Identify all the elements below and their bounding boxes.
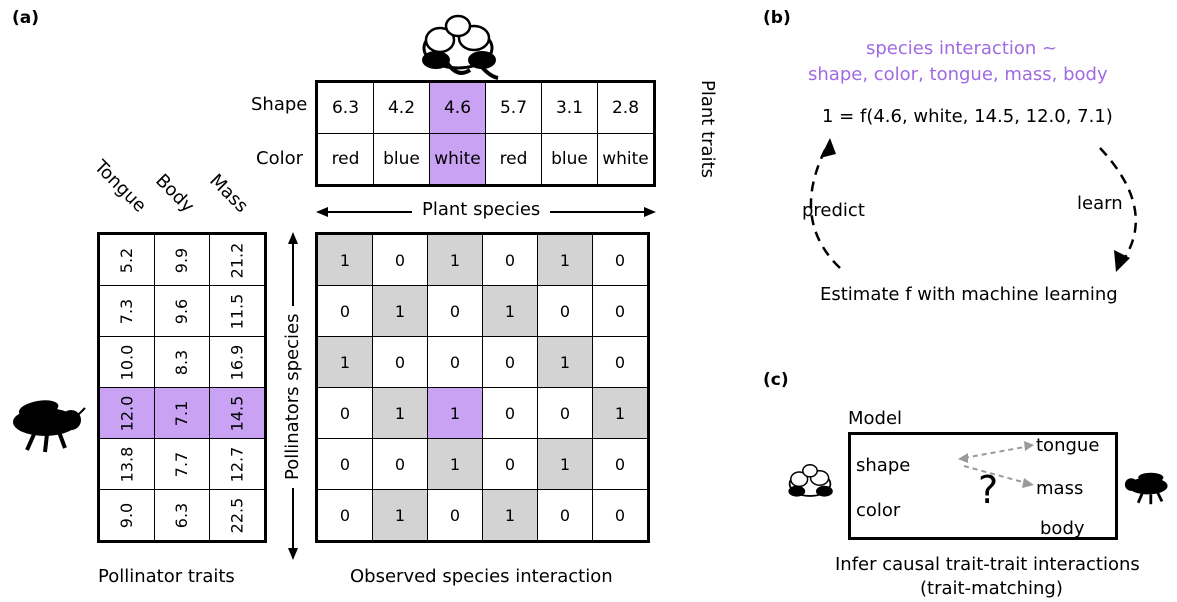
pollinator-cell: 8.3: [154, 336, 210, 388]
interaction-cell: 0: [316, 489, 373, 542]
plant-shape-cell: 3.1: [541, 81, 598, 134]
pollinator-cell: 7.1: [154, 387, 210, 439]
interaction-cell: 0: [427, 489, 483, 542]
mass-trait: mass: [1036, 478, 1084, 499]
interaction-cell: 0: [316, 285, 373, 337]
interaction-cell: 0: [537, 387, 593, 439]
interaction-cell: 1: [537, 233, 593, 286]
pollinator-cell: 16.9: [209, 336, 266, 388]
caption-line-1: Infer causal trait-trait interactions: [835, 554, 1140, 575]
interaction-cell: 0: [482, 438, 538, 490]
interaction-cell: 1: [482, 285, 538, 337]
shape-trait: shape: [856, 455, 911, 476]
pollinator-cell: 9.9: [154, 233, 210, 286]
estimate-label: Estimate f with machine learning: [820, 284, 1118, 305]
interaction-cell: 0: [482, 387, 538, 439]
pollinator-cell: 11.5: [209, 285, 266, 337]
interaction-cell: 0: [316, 387, 373, 439]
plant-color-cell: blue: [541, 133, 598, 186]
pollinator-cell: 22.5: [209, 489, 266, 542]
pollinator-cell: 6.3: [154, 489, 210, 542]
interaction-cell: 1: [427, 233, 483, 286]
pollinator-cell: 12.7: [209, 438, 266, 490]
plant-color-cell: white: [597, 133, 655, 186]
plant-species-label: Plant species: [412, 199, 551, 220]
tongue-trait: tongue: [1036, 435, 1100, 456]
interaction-cell: 1: [482, 489, 538, 542]
pollinator-cell: 14.5: [209, 387, 266, 439]
interaction-cell: 1: [316, 233, 373, 286]
interaction-cell: 1: [372, 387, 428, 439]
color-trait: color: [856, 500, 901, 521]
pollinator-traits-title: Pollinator traits: [98, 566, 235, 587]
pollinator-cell: 21.2: [209, 233, 266, 286]
pollinator-cell: 5.2: [98, 233, 155, 286]
panel-b-label: (b): [763, 8, 791, 28]
pollinator-cell: 12.0: [98, 387, 155, 439]
learn-label: learn: [1077, 193, 1123, 214]
predict-label: predict: [802, 200, 865, 221]
model-label: Model: [848, 408, 903, 429]
plant-color-cell: red: [316, 133, 374, 186]
model-box: [848, 432, 1118, 540]
plant-shape-cell: 2.8: [597, 81, 655, 134]
interaction-cell: 0: [427, 336, 483, 388]
panel-b-equation: 1 = f(4.6, white, 14.5, 12.0, 7.1): [822, 106, 1113, 127]
plant-color-cell: white: [429, 133, 486, 186]
interaction-title: Observed species interaction: [350, 566, 613, 587]
plant-shape-cell: 4.6: [429, 81, 486, 134]
interaction-cell: 0: [537, 489, 593, 542]
interaction-cell: 0: [592, 285, 649, 337]
plant-color-cell: blue: [373, 133, 430, 186]
interaction-cell: 0: [372, 336, 428, 388]
interaction-cell: 0: [482, 233, 538, 286]
interaction-cell: 0: [316, 438, 373, 490]
question-mark: ?: [978, 468, 999, 512]
panel-b-heading-2: shape, color, tongue, mass, body: [808, 64, 1108, 85]
interaction-cell: 1: [316, 336, 373, 388]
color-row-label: Color: [256, 148, 303, 169]
panel-b-heading-1: species interaction ~: [866, 38, 1058, 59]
interaction-cell: 0: [592, 489, 649, 542]
panel-c-label: (c): [763, 370, 789, 390]
shape-row-label: Shape: [251, 94, 308, 115]
caption-line-2: (trait-matching): [920, 578, 1063, 599]
interaction-cell: 0: [482, 336, 538, 388]
panel-a-label: (a): [12, 8, 40, 28]
plant-shape-cell: 5.7: [485, 81, 542, 134]
interaction-cell: 1: [537, 336, 593, 388]
body-trait: body: [1040, 518, 1085, 539]
